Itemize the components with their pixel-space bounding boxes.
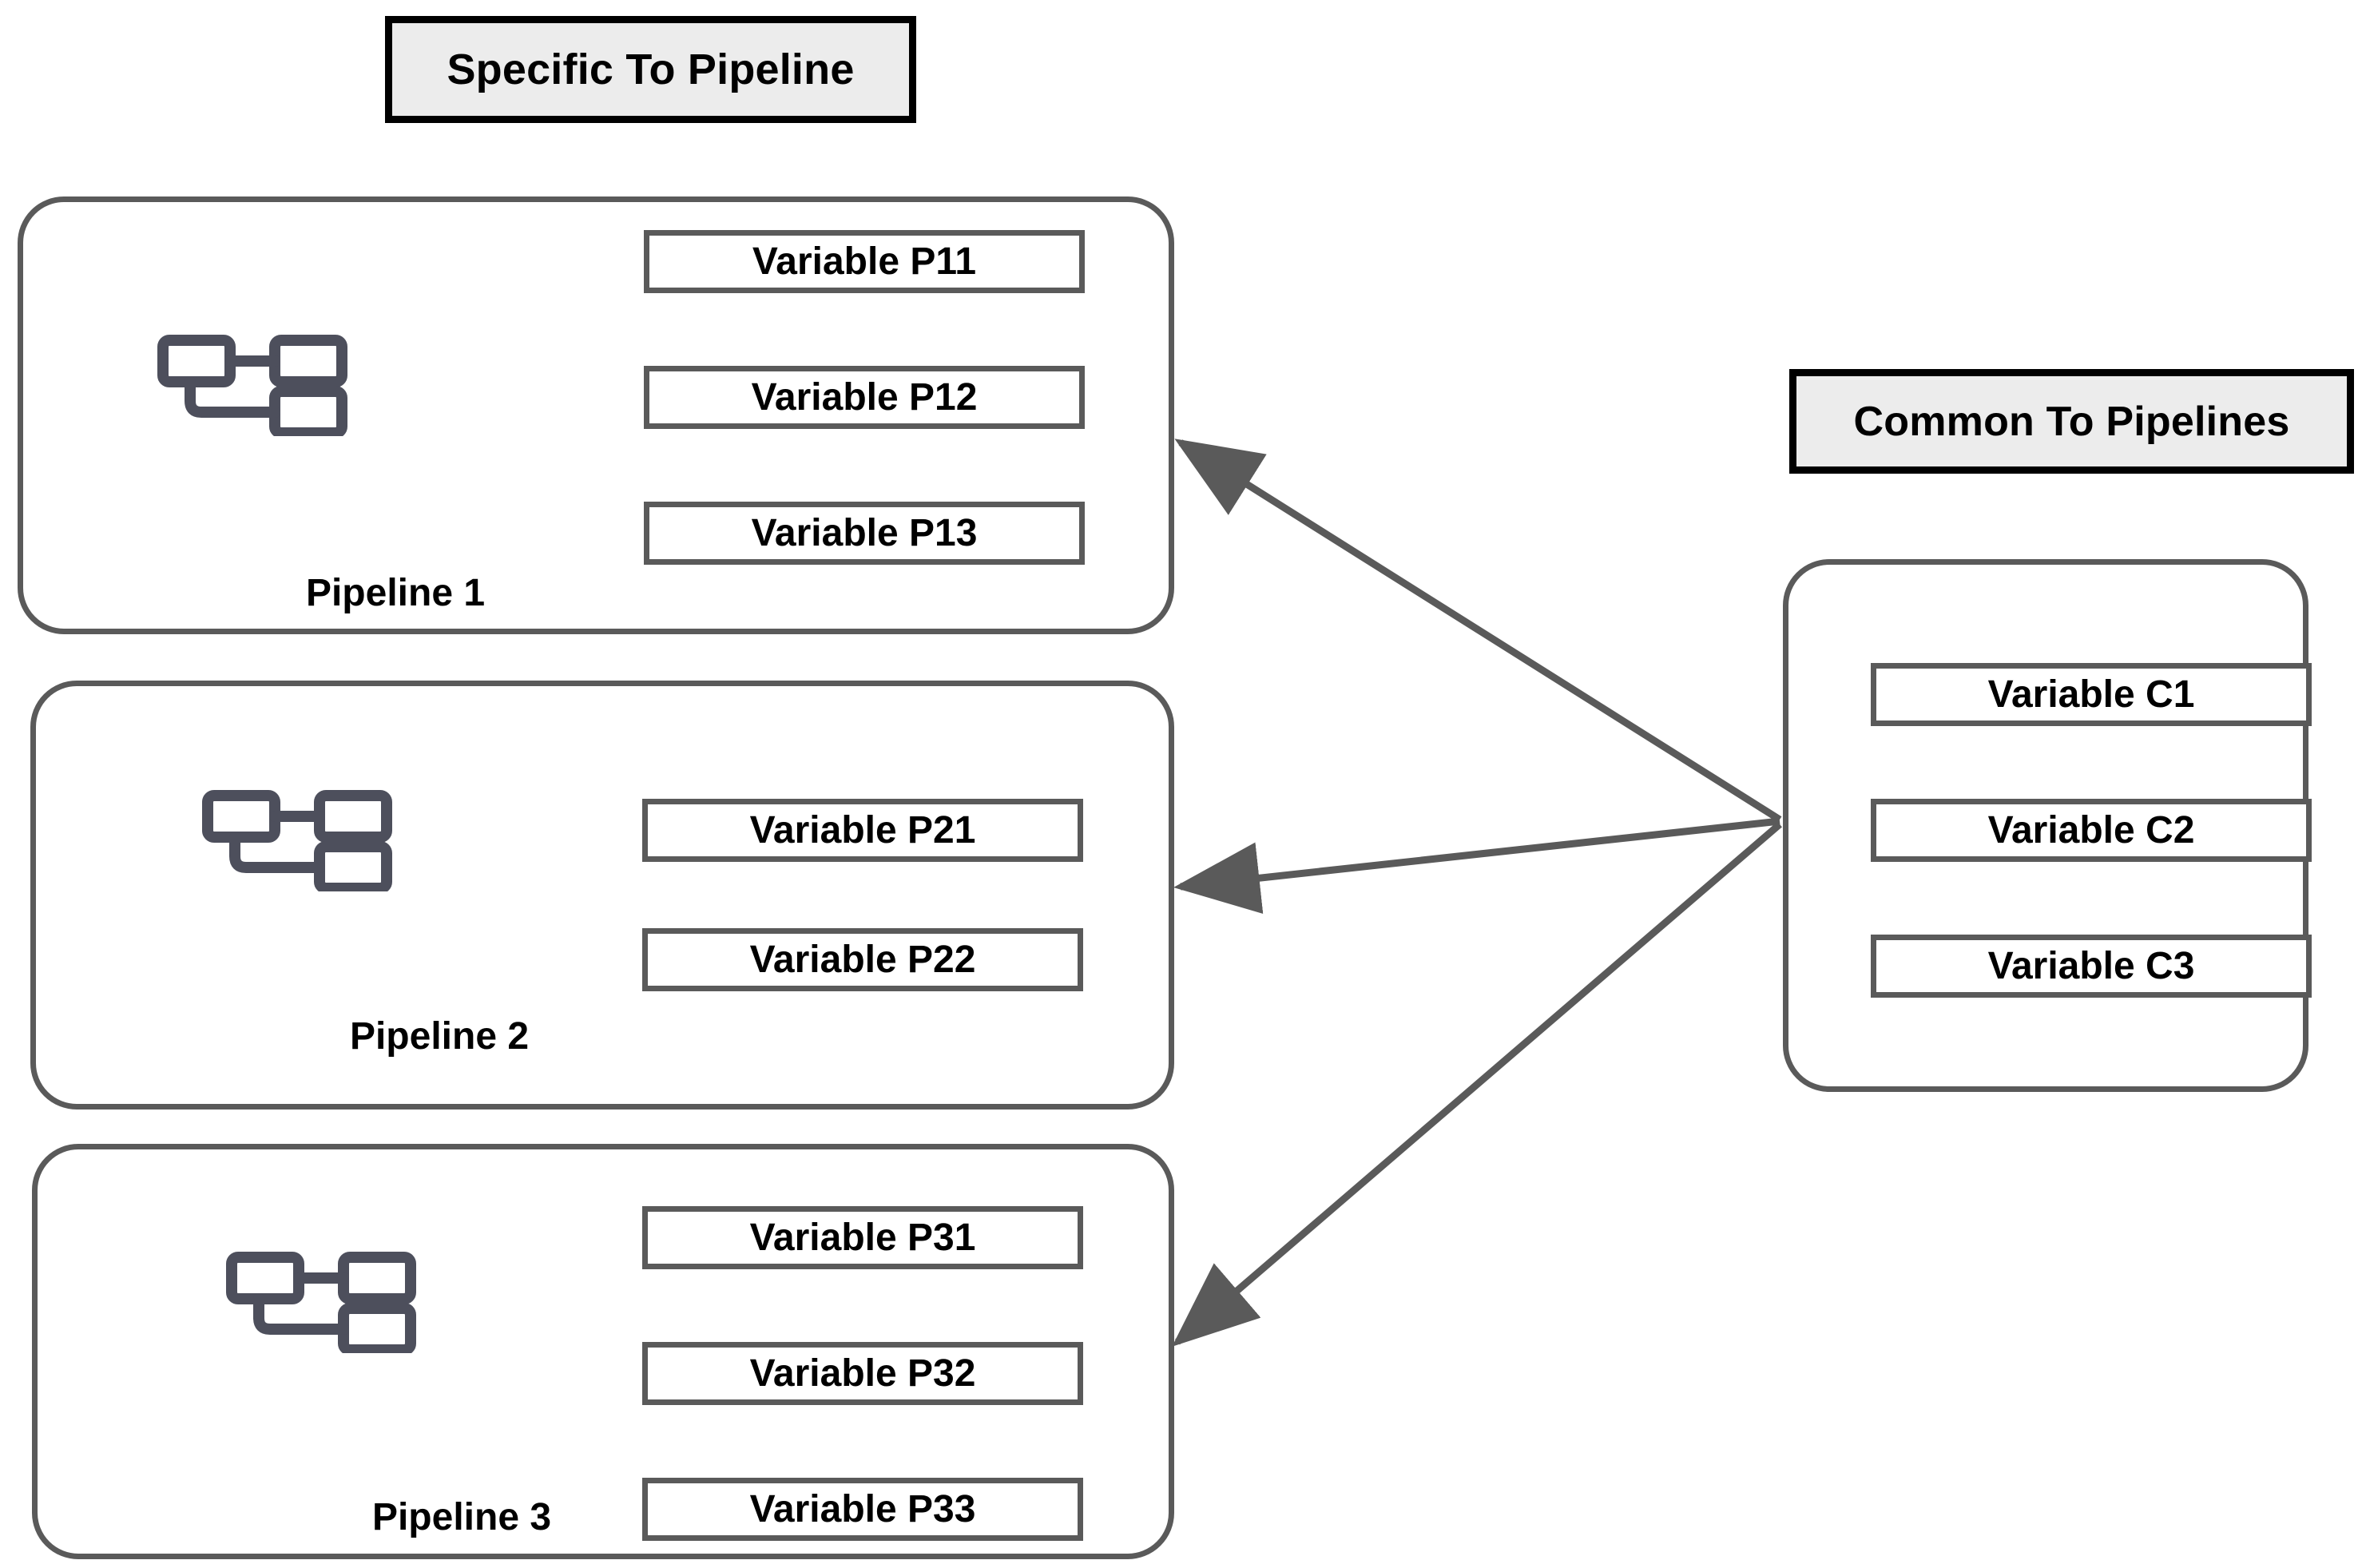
banner-common-to-pipelines: Common To Pipelines	[1789, 369, 2354, 474]
pipeline-1-caption: Pipeline 1	[305, 572, 486, 614]
arrow-common-to-pipeline-1	[1174, 439, 1782, 823]
variable-box-c2[interactable]: Variable C2	[1871, 799, 2312, 862]
variable-box-p22[interactable]: Variable P22	[642, 928, 1083, 991]
pipeline-2-caption: Pipeline 2	[349, 1015, 530, 1058]
variable-box-p12[interactable]: Variable P12	[644, 366, 1085, 429]
arrow-common-to-pipeline-2	[1173, 817, 1780, 914]
variable-box-c1[interactable]: Variable C1	[1871, 663, 2312, 726]
pipeline-3-caption: Pipeline 3	[371, 1496, 552, 1538]
banner-specific-to-pipeline: Specific To Pipeline	[385, 16, 916, 123]
variable-box-p32[interactable]: Variable P32	[642, 1342, 1083, 1405]
variable-box-p21[interactable]: Variable P21	[642, 799, 1083, 862]
variable-box-p33[interactable]: Variable P33	[642, 1478, 1083, 1541]
sitemap-icon	[201, 789, 393, 891]
group-pipeline-2[interactable]	[30, 681, 1174, 1110]
variable-box-p11[interactable]: Variable P11	[644, 230, 1085, 293]
variable-box-p13[interactable]: Variable P13	[644, 502, 1085, 565]
variable-box-c3[interactable]: Variable C3	[1871, 935, 2312, 998]
arrow-common-to-pipeline-3	[1172, 821, 1782, 1347]
sitemap-icon	[225, 1251, 417, 1353]
sitemap-icon	[157, 334, 348, 436]
variable-box-p31[interactable]: Variable P31	[642, 1206, 1083, 1269]
